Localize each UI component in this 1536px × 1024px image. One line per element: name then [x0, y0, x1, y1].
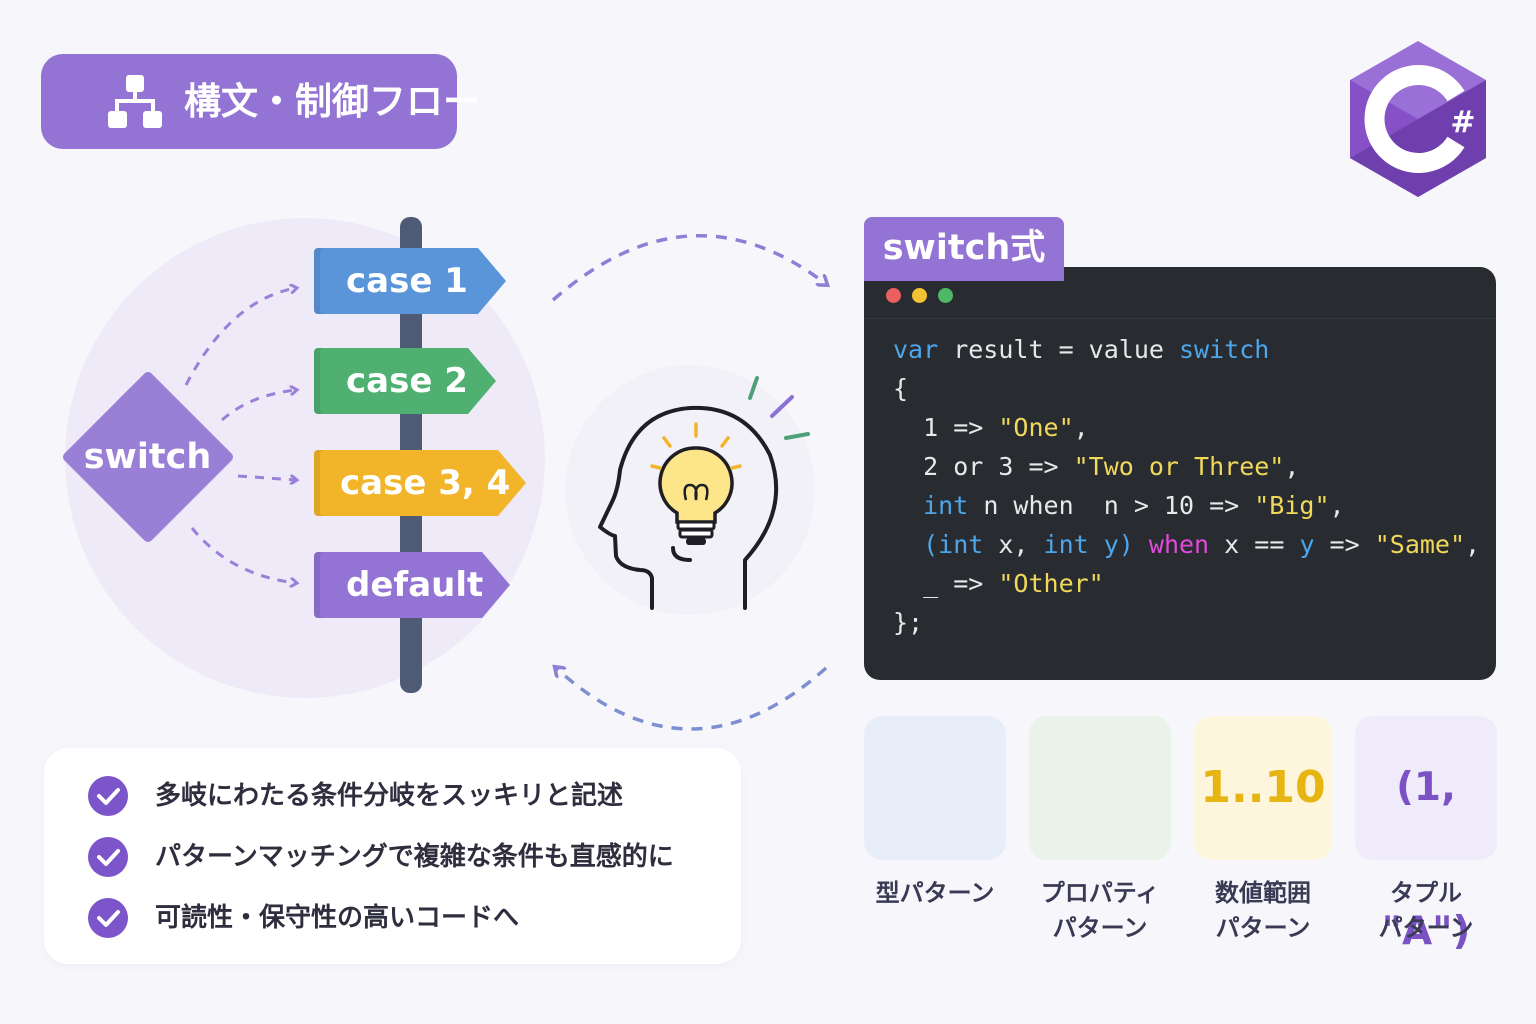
- code-token: _ =>: [893, 569, 999, 598]
- hierarchy-icon: [108, 75, 162, 128]
- arrow-to-code: [551, 233, 826, 302]
- case2-label: case 2: [346, 361, 468, 401]
- close-dot: [886, 288, 901, 303]
- case34-sign: case 3, 4: [314, 450, 526, 516]
- tuple-example: (1, "A"): [1381, 765, 1471, 954]
- code-string: "Other": [998, 569, 1104, 598]
- maximize-dot: [938, 288, 953, 303]
- benefit-3: 可読性・保守性の高いコードへ: [155, 903, 520, 933]
- code-keyword: int: [1043, 530, 1089, 559]
- code-string: "Two or Three": [1073, 452, 1285, 481]
- case2-sign: case 2: [314, 348, 496, 414]
- default-label: default: [346, 565, 484, 605]
- arrow-back: [556, 668, 828, 731]
- code-panel: [864, 267, 1496, 680]
- card-label-line: パターン: [1052, 914, 1148, 942]
- card-label-line: タプル: [1390, 879, 1462, 907]
- code-token: switch: [1178, 335, 1270, 364]
- code-token: ,: [1284, 452, 1300, 481]
- code-token: ,: [1329, 491, 1345, 520]
- case34-label: case 3, 4: [340, 463, 511, 503]
- switch-label: switch: [83, 437, 212, 477]
- arrow-to-case1: [184, 288, 296, 386]
- card-label-line: パターン: [1378, 914, 1474, 942]
- code-token: n when n > 10 =>: [968, 491, 1255, 520]
- code-line-6: (int x, int y) when x == y => "Same",: [893, 527, 1480, 563]
- code-token: var: [893, 335, 939, 364]
- type-pattern-label: 型パターン: [850, 876, 1020, 911]
- benefits-checklist: [44, 748, 741, 964]
- code-token: result = value: [938, 335, 1179, 364]
- check-icon: [88, 898, 128, 938]
- benefit-2: パターンマッチングで複雑な条件も直感的に: [155, 842, 674, 872]
- tuple-pattern-label: タプル パターン: [1341, 876, 1511, 946]
- property-pattern-card: [1029, 716, 1171, 860]
- code-line-1: var result = value switch: [893, 332, 1269, 368]
- card-label-line: 型パターン: [875, 879, 995, 907]
- benefit-1: 多岐にわたる条件分岐をスッキリと記述: [155, 781, 624, 811]
- case1-sign: case 1: [314, 248, 506, 314]
- code-line-5: int n when n > 10 => "Big",: [893, 488, 1345, 524]
- range-example: 1..10: [1200, 762, 1326, 813]
- code-string: "Big": [1254, 491, 1330, 520]
- code-token: };: [893, 608, 924, 637]
- code-string: "One": [998, 413, 1074, 442]
- code-token: {: [893, 374, 909, 403]
- default-sign: default: [314, 552, 510, 618]
- arrow-to-default: [190, 527, 296, 583]
- arrow-to-case2: [221, 390, 296, 422]
- code-line-7: _ => "Other": [893, 566, 1104, 602]
- code-keyword: int: [893, 491, 969, 520]
- section-title: 構文・制御フロー: [184, 80, 480, 123]
- range-pattern-card: [1194, 716, 1332, 860]
- section-title-badge: 構文・制御フロー: [41, 54, 480, 149]
- card-label-line: プロパティ: [1040, 879, 1160, 907]
- code-line-4: 2 or 3 => "Two or Three",: [893, 449, 1299, 485]
- code-line-3: 1 => "One",: [893, 410, 1089, 446]
- type-pattern-card: [864, 716, 1006, 860]
- property-pattern-label: プロパティ パターン: [1015, 876, 1185, 946]
- range-pattern-label: 数値範囲 パターン: [1178, 876, 1348, 946]
- check-icon: [88, 776, 128, 816]
- code-header-divider: [864, 318, 1496, 319]
- tuple-pattern-card: [1355, 716, 1497, 860]
- code-token: (: [893, 530, 939, 559]
- svg-text:#: #: [1450, 105, 1475, 140]
- lightbulb: [650, 376, 810, 545]
- code-token: ,: [1465, 530, 1481, 559]
- code-token: 2 or 3 =>: [893, 452, 1074, 481]
- code-token: x ==: [1209, 530, 1300, 559]
- code-keyword: when: [1148, 530, 1210, 559]
- case1-label: case 1: [346, 261, 468, 301]
- code-token: y): [1088, 530, 1149, 559]
- minimize-dot: [912, 288, 927, 303]
- head-lightbulb-icon: [598, 405, 779, 610]
- code-keyword: int: [938, 530, 984, 559]
- switch-diamond: [63, 372, 233, 542]
- check-icon: [88, 837, 128, 877]
- code-token: ,: [1073, 413, 1089, 442]
- code-string: "Same": [1374, 530, 1466, 559]
- card-label-line: パターン: [1215, 914, 1311, 942]
- code-token: y: [1299, 530, 1315, 559]
- card-label-line: 数値範囲: [1215, 879, 1311, 907]
- code-token: 1 =>: [893, 413, 999, 442]
- code-token: x,: [983, 530, 1044, 559]
- csharp-logo: #: [1350, 41, 1486, 197]
- code-line-8: };: [893, 605, 923, 641]
- code-line-2: {: [893, 371, 908, 407]
- code-tab: switch式: [864, 217, 1064, 281]
- code-token: =>: [1314, 530, 1375, 559]
